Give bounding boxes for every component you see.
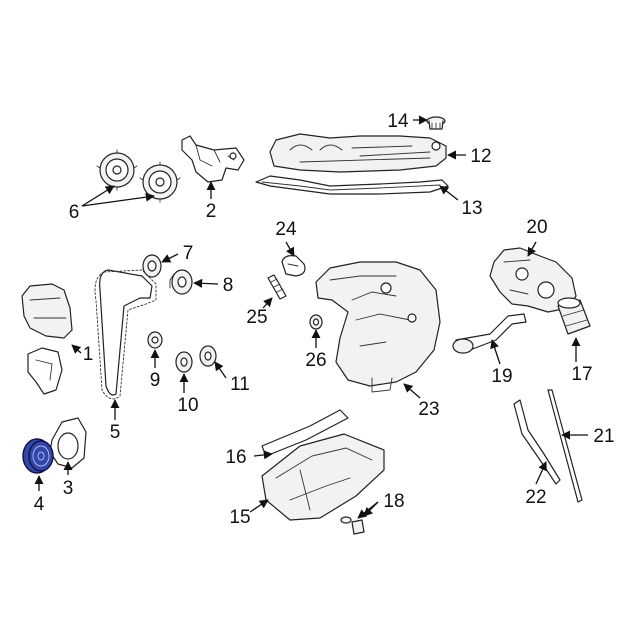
part-13-valve-cover-gasket[interactable]	[255, 175, 449, 195]
part-5-timing-belt[interactable]	[94, 269, 157, 400]
callout-12: 12	[470, 146, 491, 167]
callout-18: 18	[383, 491, 404, 512]
part-9-pulley[interactable]	[147, 331, 163, 349]
callout-26: 26	[305, 350, 326, 371]
callout-6: 6	[69, 202, 80, 223]
part-20-oil-pump[interactable]	[489, 247, 577, 313]
part-3-seal-housing[interactable]	[49, 417, 87, 469]
part-12-valve-cover[interactable]	[269, 133, 447, 173]
callout-16: 16	[225, 447, 246, 468]
callout-8: 8	[223, 275, 234, 296]
callout-25: 25	[246, 307, 267, 328]
part-18-drain-plug[interactable]	[340, 516, 365, 535]
callout-13: 13	[461, 198, 482, 219]
callout-2: 2	[206, 201, 217, 222]
part-21-dipstick[interactable]	[547, 389, 583, 503]
callout-9: 9	[150, 370, 161, 391]
part-23-intake-manifold[interactable]	[315, 261, 441, 393]
part-25-stud[interactable]	[267, 274, 287, 300]
callout-20: 20	[526, 217, 547, 238]
callout-15: 15	[229, 507, 250, 528]
part-22-dipstick-tube[interactable]	[513, 399, 561, 485]
part-14-oil-cap[interactable]	[426, 116, 446, 130]
part-1-timing-cover[interactable]	[21, 283, 73, 395]
callout-labels: 1 2 3 4 5 6 7 8 9 10 11 12 13 14 15 16 1…	[34, 111, 615, 528]
callout-14: 14	[387, 111, 409, 132]
part-6-camshaft-sprockets[interactable]	[96, 149, 181, 203]
part-11-gear[interactable]	[199, 345, 217, 367]
part-4-crankshaft-pulley[interactable]	[22, 438, 54, 474]
part-24-gasket[interactable]	[281, 255, 306, 277]
callout-11: 11	[230, 374, 250, 395]
leader-lines	[34, 115, 588, 519]
callout-19: 19	[491, 366, 512, 387]
part-17-oil-filter[interactable]	[557, 297, 591, 335]
part-26-grommet[interactable]	[309, 314, 323, 330]
callout-17: 17	[571, 364, 592, 385]
callout-22: 22	[525, 487, 546, 508]
callout-5: 5	[110, 422, 121, 443]
part-10-gear[interactable]	[175, 351, 193, 373]
callout-3: 3	[63, 478, 74, 499]
part-8-tensioner-pulley[interactable]	[169, 269, 193, 295]
part-19-oil-pickup[interactable]	[452, 313, 527, 354]
callout-10: 10	[177, 395, 198, 416]
callout-4: 4	[34, 494, 45, 515]
callout-24: 24	[275, 219, 297, 240]
callout-21: 21	[593, 426, 614, 447]
part-15-oil-pan[interactable]	[261, 433, 385, 521]
part-7-idler-pulley[interactable]	[142, 254, 162, 278]
callout-1: 1	[83, 344, 94, 365]
callout-7: 7	[183, 243, 194, 264]
callout-23: 23	[418, 399, 439, 420]
part-2-bracket[interactable]	[181, 135, 245, 183]
